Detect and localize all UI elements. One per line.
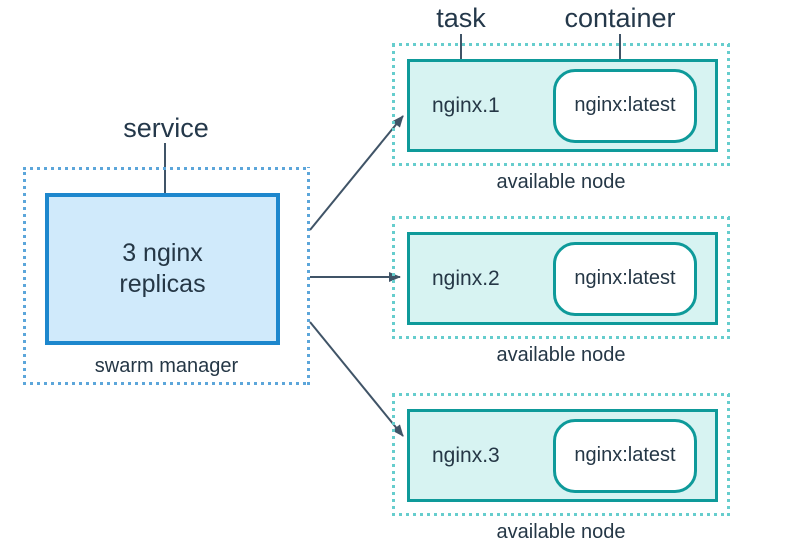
node-1-boundary: nginx.1 nginx:latest (392, 43, 730, 166)
task-name-1: nginx.1 (432, 93, 500, 117)
service-box-label: 3 nginx replicas (119, 239, 206, 298)
container-box-1: nginx:latest (553, 68, 697, 143)
available-node-1: nginx.1 nginx:latest available node (392, 43, 730, 194)
arrow-to-node-1 (309, 115, 404, 231)
task-name-2: nginx.2 (432, 266, 500, 290)
node-1-caption: available node (496, 171, 626, 193)
task-box-2: nginx.2 nginx:latest (407, 232, 718, 325)
task-box-1: nginx.1 nginx:latest (407, 59, 718, 152)
available-node-2: nginx.2 nginx:latest available node (392, 216, 730, 367)
task-name-3: nginx.3 (432, 443, 500, 467)
arrow-to-node-3 (309, 321, 404, 437)
node-2-caption: available node (496, 344, 626, 366)
swarm-manager-group: 3 nginx replicas swarm manager (23, 167, 310, 385)
swarm-manager-caption: swarm manager (94, 355, 239, 377)
service-box: 3 nginx replicas (45, 193, 280, 345)
task-label: task (436, 3, 486, 33)
task-box-3: nginx.3 nginx:latest (407, 409, 718, 502)
container-label: container (564, 3, 676, 33)
node-3-caption: available node (496, 521, 626, 543)
available-node-3: nginx.3 nginx:latest available node (392, 393, 730, 544)
node-2-boundary: nginx.2 nginx:latest (392, 216, 730, 339)
service-label: service (123, 113, 209, 143)
container-box-2: nginx:latest (553, 241, 697, 316)
node-3-boundary: nginx.3 nginx:latest (392, 393, 730, 516)
container-box-3: nginx:latest (553, 418, 697, 493)
